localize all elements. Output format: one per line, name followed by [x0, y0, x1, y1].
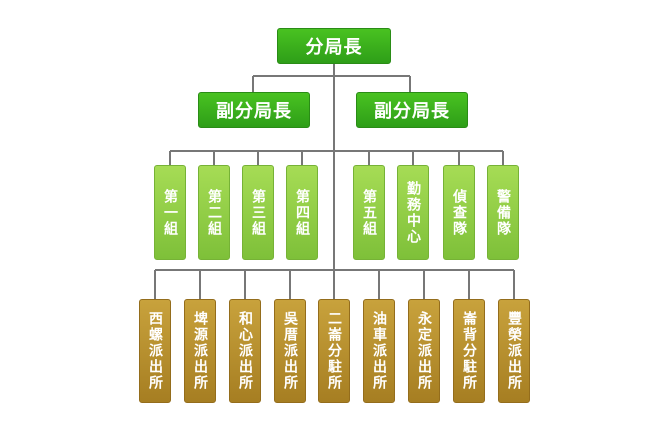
- unit-box-4[interactable]: 第四組: [286, 165, 318, 260]
- station-label: 油車派出所: [371, 311, 387, 391]
- unit-label: 第三組: [250, 188, 266, 237]
- unit-box-security[interactable]: 警備隊: [487, 165, 519, 260]
- station-box-2[interactable]: 埤源派出所: [184, 299, 216, 403]
- station-label: 崙背分駐所: [461, 311, 477, 391]
- station-box-9[interactable]: 豐榮派出所: [498, 299, 530, 403]
- unit-box-2[interactable]: 第二組: [198, 165, 230, 260]
- unit-box-5[interactable]: 第五組: [353, 165, 385, 260]
- deputy-label: 副分局長: [216, 101, 292, 122]
- station-label: 二崙分駐所: [326, 311, 342, 391]
- unit-label: 偵查隊: [451, 188, 467, 237]
- station-label: 永定派出所: [416, 311, 432, 391]
- station-label: 吳厝派出所: [282, 311, 298, 391]
- unit-label: 第五組: [361, 188, 377, 237]
- unit-label: 第二組: [206, 188, 222, 237]
- deputy-label: 副分局長: [374, 101, 450, 122]
- unit-box-1[interactable]: 第一組: [154, 165, 186, 260]
- station-label: 西螺派出所: [147, 311, 163, 391]
- station-box-5[interactable]: 二崙分駐所: [318, 299, 350, 403]
- station-box-7[interactable]: 永定派出所: [408, 299, 440, 403]
- station-box-4[interactable]: 吳厝派出所: [274, 299, 306, 403]
- unit-box-3[interactable]: 第三組: [242, 165, 274, 260]
- unit-label: 勤務中心: [405, 180, 421, 245]
- unit-label: 第一組: [162, 188, 178, 237]
- chief-box[interactable]: 分局長: [277, 28, 391, 64]
- unit-label: 警備隊: [495, 188, 511, 237]
- station-label: 和心派出所: [237, 311, 253, 391]
- station-box-8[interactable]: 崙背分駐所: [453, 299, 485, 403]
- station-box-1[interactable]: 西螺派出所: [139, 299, 171, 403]
- station-box-6[interactable]: 油車派出所: [363, 299, 395, 403]
- chief-label: 分局長: [305, 37, 363, 58]
- station-box-3[interactable]: 和心派出所: [229, 299, 261, 403]
- unit-box-investigation[interactable]: 偵查隊: [443, 165, 475, 260]
- station-label: 埤源派出所: [192, 311, 208, 391]
- deputy-box-right[interactable]: 副分局長: [356, 92, 468, 128]
- unit-label: 第四組: [294, 188, 310, 237]
- station-label: 豐榮派出所: [506, 311, 522, 391]
- unit-box-command-center[interactable]: 勤務中心: [397, 165, 429, 260]
- deputy-box-left[interactable]: 副分局長: [198, 92, 310, 128]
